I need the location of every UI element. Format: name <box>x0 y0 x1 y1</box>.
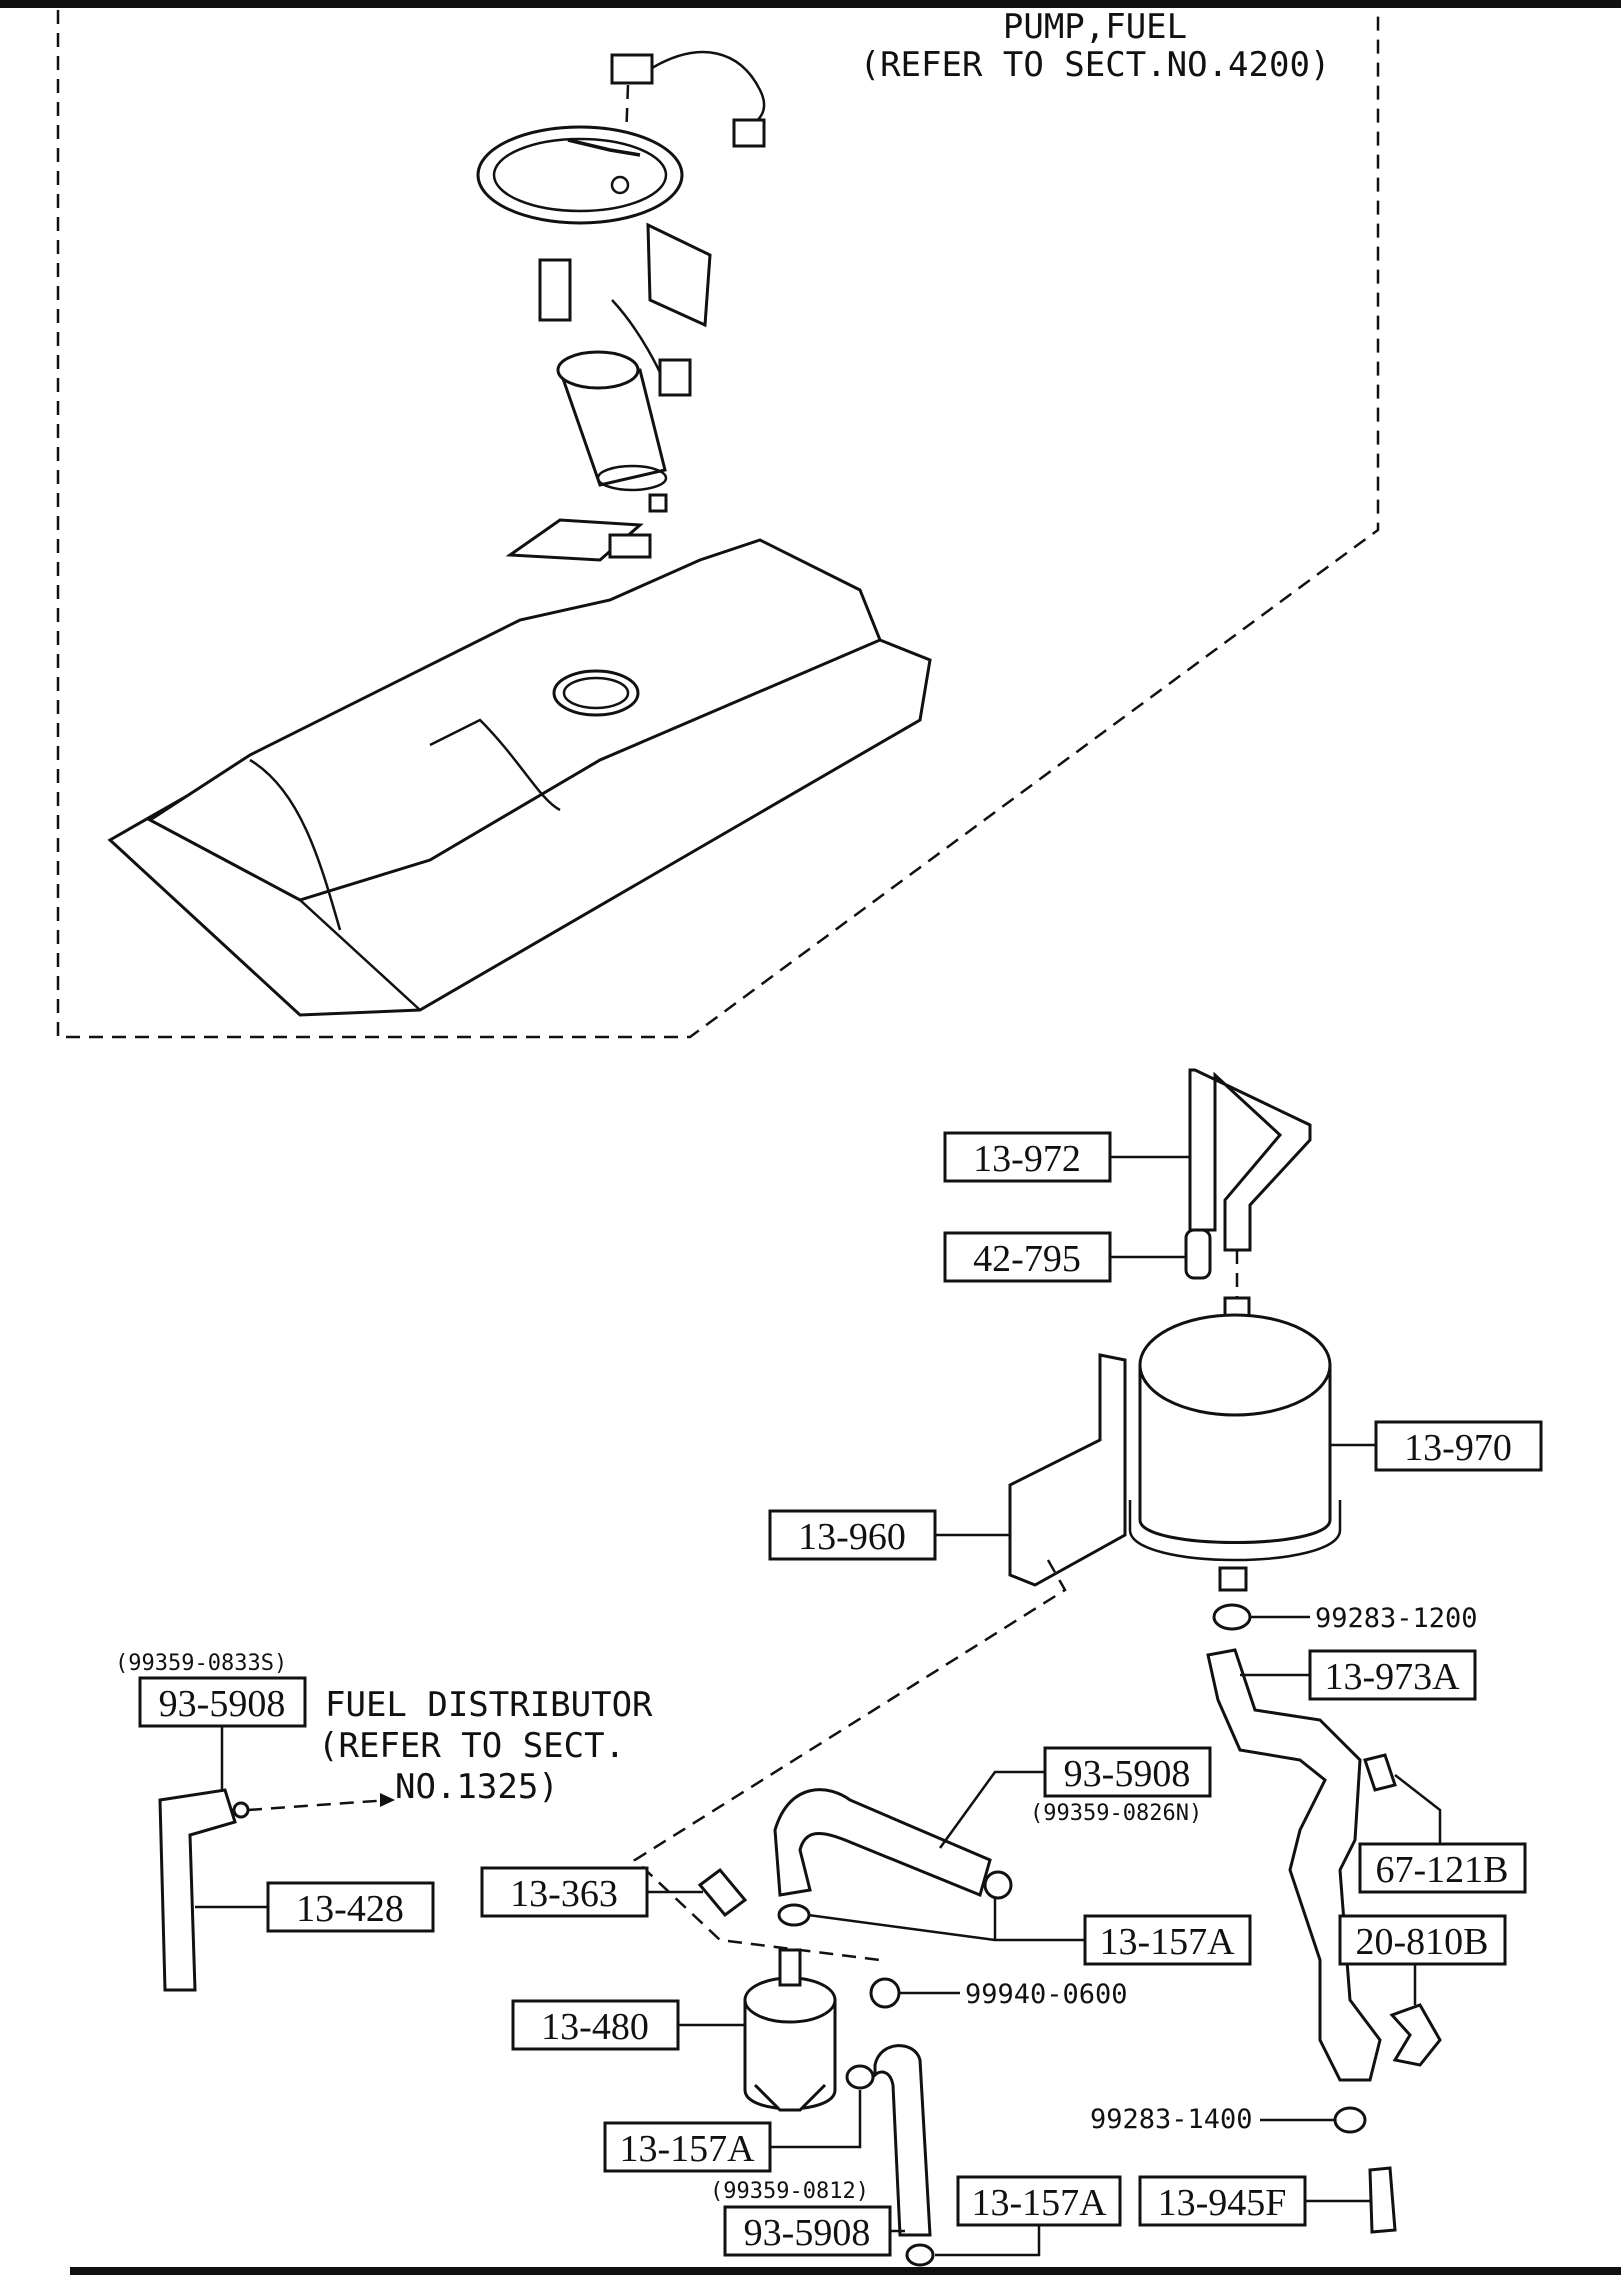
box-13-973a <box>1308 1649 1477 1701</box>
arrow-to-fuel-distributor <box>380 1793 395 1807</box>
clamp-13-157a-bottom <box>905 2243 935 2267</box>
label-13-157a-right: 13-157A <box>1099 1921 1235 1963</box>
label-42-795: 42-795 <box>973 1238 1081 1280</box>
label-13-157a-bottom: 13-157A <box>971 2182 1107 2224</box>
fuel-filter-13-480 <box>743 1948 837 2112</box>
hose-93-5908-bottom <box>873 2044 932 2237</box>
clamp-99283-1200 <box>1212 1603 1252 1631</box>
box-93-5908-left <box>138 1676 307 1728</box>
label-13-157a-left: 13-157A <box>619 2128 755 2170</box>
label-93-5908-mid: 93-5908 <box>1064 1753 1191 1795</box>
nut-99940-0600 <box>869 1977 901 2009</box>
label-13-973a: 13-973A <box>1324 1656 1460 1698</box>
box-13-363 <box>480 1866 649 1918</box>
label-99940-0600: 99940-0600 <box>965 1979 1128 2010</box>
hose-13-972 <box>1188 1068 1312 1252</box>
valve-13-363 <box>697 1867 748 1918</box>
fuel-distributor-text-2: (REFER TO SECT. <box>318 1726 625 1766</box>
clamp-99283-1400 <box>1333 2106 1367 2134</box>
label-93-5908-left: 93-5908 <box>159 1683 286 1725</box>
clamp-13-157a-b <box>983 1870 1013 1900</box>
valve-13-945f <box>1368 2166 1397 2234</box>
label-99359-0833s: (99359-0833S) <box>115 1651 287 1676</box>
canister-13-970 <box>1128 1296 1342 1592</box>
label-13-960: 13-960 <box>798 1516 906 1558</box>
box-93-5908-mid <box>1043 1746 1212 1798</box>
pump-section-dashed-boundary <box>56 10 1380 1039</box>
label-67-121b: 67-121B <box>1376 1849 1509 1891</box>
hose-13-428 <box>158 1788 237 1992</box>
label-99283-1200: 99283-1200 <box>1315 1603 1478 1634</box>
label-13-970: 13-970 <box>1404 1427 1512 1469</box>
pump-title: PUMP,FUEL <box>1003 7 1187 47</box>
label-13-428: 13-428 <box>296 1888 404 1930</box>
clip-20-810b <box>1389 2003 1442 2067</box>
clamp-13-157a-a <box>777 1903 811 1927</box>
fuel-distributor-text-3: NO.1325) <box>395 1767 559 1807</box>
box-13-157a-right <box>1083 1914 1252 1966</box>
box-13-157a-left <box>603 2121 772 2173</box>
label-13-363: 13-363 <box>510 1873 618 1915</box>
clamp-13-157a-left <box>845 2064 875 2090</box>
fuel-distributor-text-1: FUEL DISTRIBUTOR <box>325 1685 653 1725</box>
label-13-945f: 13-945F <box>1158 2182 1287 2224</box>
clip-67-121b <box>1363 1753 1397 1792</box>
label-13-480: 13-480 <box>541 2006 649 2048</box>
box-93-5908-bottom <box>723 2205 892 2257</box>
label-99359-0812: (99359-0812) <box>710 2179 869 2204</box>
hose-93-5908-mid <box>773 1788 992 1898</box>
box-13-157a-bottom <box>956 2175 1122 2227</box>
box-67-121b <box>1358 1842 1527 1894</box>
label-13-972: 13-972 <box>973 1138 1081 1180</box>
pump-reference: (REFER TO SECT.NO.4200) <box>860 45 1331 85</box>
fuel-pump-assembly <box>476 50 766 562</box>
box-13-960 <box>768 1509 937 1561</box>
top-border-bar <box>0 0 1621 8</box>
label-99359-0826n: (99359-0826N) <box>1030 1801 1202 1826</box>
box-13-428 <box>266 1881 435 1933</box>
hose-13-973a <box>1206 1648 1382 2082</box>
label-20-810b: 20-810B <box>1356 1921 1489 1963</box>
box-13-972 <box>943 1131 1112 1183</box>
fuel-tank <box>107 538 932 1017</box>
bracket-13-960 <box>1008 1353 1127 1587</box>
label-93-5908-bottom: 93-5908 <box>744 2212 871 2254</box>
bottom-border-bar <box>70 2267 1621 2275</box>
box-13-970 <box>1374 1420 1543 1472</box>
box-20-810b <box>1338 1914 1507 1966</box>
label-99283-1400: 99283-1400 <box>1090 2104 1253 2135</box>
connector-42-795 <box>1184 1228 1212 1280</box>
